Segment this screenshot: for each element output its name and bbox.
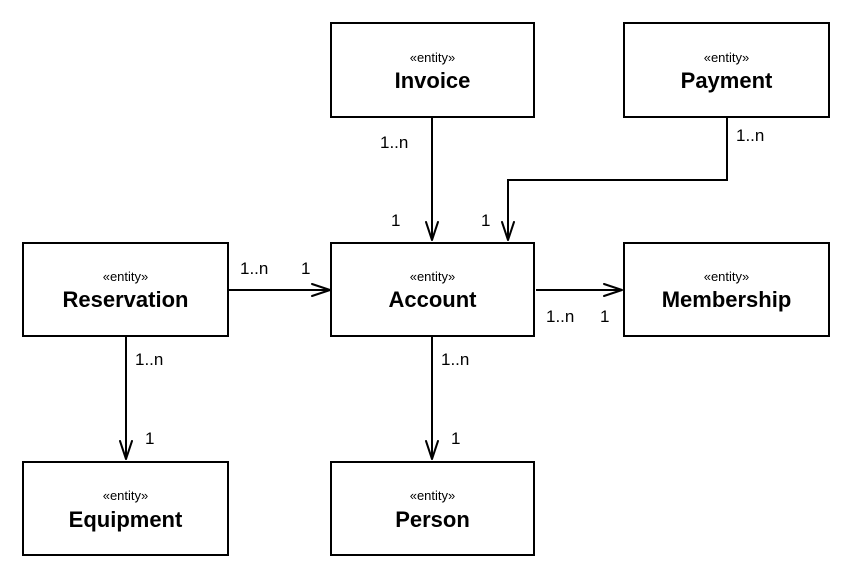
- entity-name: Membership: [662, 287, 792, 312]
- arrowhead-icon: [501, 221, 515, 241]
- entity-box: [22, 461, 229, 556]
- entity-equipment[interactable]: «entity» Equipment: [22, 461, 229, 556]
- multiplicity-label: 1..n: [380, 133, 408, 152]
- arrowhead-icon: [119, 440, 133, 460]
- entity-stereotype: «entity»: [704, 269, 750, 284]
- arrowhead-icon: [425, 440, 439, 460]
- relationship-account-membership: [536, 283, 623, 297]
- entity-name: Person: [395, 507, 470, 532]
- multiplicity-label: 1..n: [736, 126, 764, 145]
- entity-invoice[interactable]: «entity» Invoice: [330, 22, 535, 118]
- edge-payment-account: [507, 118, 728, 240]
- entity-box: [623, 242, 830, 337]
- multiplicity-label: 1: [451, 429, 460, 448]
- entity-membership[interactable]: «entity» Membership: [623, 242, 830, 337]
- multiplicity-label: 1: [391, 211, 400, 230]
- entity-stereotype: «entity»: [410, 269, 456, 284]
- relationship-invoice-account: [425, 118, 439, 241]
- entity-stereotype: «entity»: [103, 269, 149, 284]
- entity-box: [330, 22, 535, 118]
- relationship-reservation-account: [229, 283, 331, 297]
- entity-stereotype: «entity»: [410, 50, 456, 65]
- entity-box: [330, 242, 535, 337]
- entity-stereotype: «entity»: [704, 50, 750, 65]
- entity-person[interactable]: «entity» Person: [330, 461, 535, 556]
- entity-name: Account: [389, 287, 478, 312]
- relationship-account-person: [425, 337, 439, 460]
- entity-stereotype: «entity»: [410, 488, 456, 503]
- entity-name: Reservation: [63, 287, 189, 312]
- relationship-payment-account: [501, 118, 728, 241]
- entity-payment[interactable]: «entity» Payment: [623, 22, 830, 118]
- entity-box: [623, 22, 830, 118]
- multiplicity-label: 1: [301, 259, 310, 278]
- entity-box: [22, 242, 229, 337]
- multiplicity-label: 1..n: [135, 350, 163, 369]
- entity-box: [330, 461, 535, 556]
- multiplicity-label: 1: [600, 307, 609, 326]
- multiplicity-labels: 1..n 1 1..n 1 1..n 1 1..n 1 1..n 1 1..n …: [135, 126, 764, 448]
- relationship-reservation-equipment: [119, 337, 133, 460]
- connectors: [119, 118, 728, 460]
- multiplicity-label: 1..n: [441, 350, 469, 369]
- multiplicity-label: 1..n: [546, 307, 574, 326]
- entity-name: Equipment: [69, 507, 183, 532]
- entity-stereotype: «entity»: [103, 488, 149, 503]
- multiplicity-label: 1: [145, 429, 154, 448]
- entity-name: Invoice: [395, 68, 471, 93]
- arrowhead-icon: [425, 221, 439, 241]
- entity-account[interactable]: «entity» Account: [330, 242, 535, 337]
- entity-name: Payment: [681, 68, 773, 93]
- multiplicity-label: 1: [481, 211, 490, 230]
- multiplicity-label: 1..n: [240, 259, 268, 278]
- arrowhead-icon: [603, 283, 623, 297]
- entity-reservation[interactable]: «entity» Reservation: [22, 242, 229, 337]
